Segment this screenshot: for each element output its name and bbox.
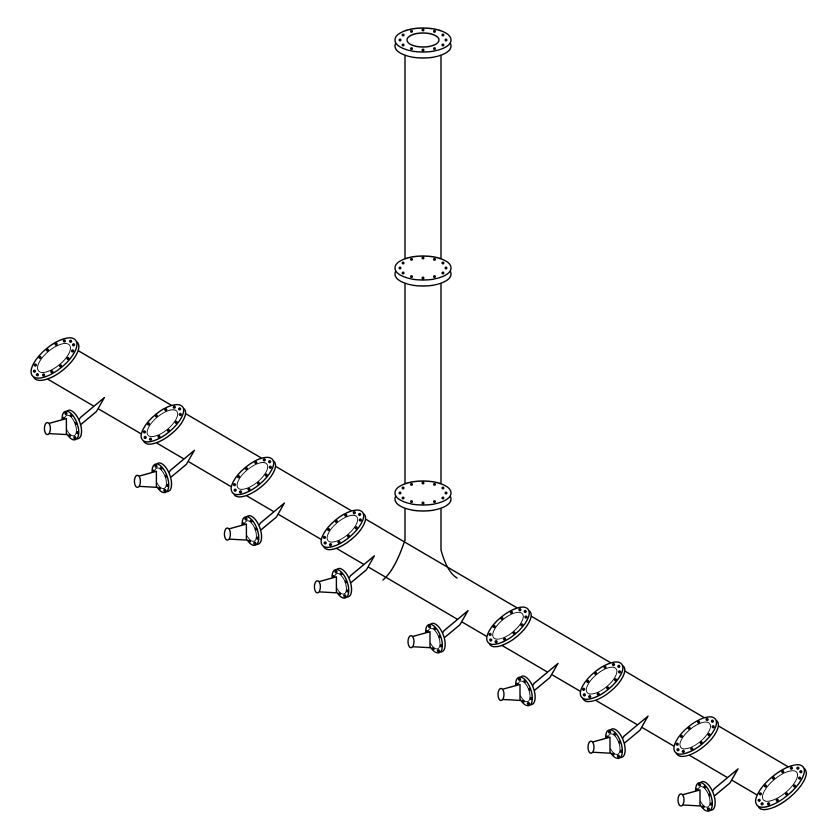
outlet-nozzle (317, 576, 338, 594)
header-segment-flange (230, 456, 277, 498)
outlet-nozzle (227, 523, 248, 541)
riser-lower-flange (394, 480, 452, 512)
branch-outlet (223, 502, 286, 547)
header-segment-flange (486, 606, 532, 648)
outlet-nozzle-tip (43, 421, 52, 436)
outlet-nozzle-tip (223, 527, 232, 541)
branch-outlet (43, 396, 106, 441)
riser-mid-flange (394, 255, 452, 287)
riser-pipe (382, 27, 458, 581)
outlet-nozzle-tip (677, 793, 685, 807)
header-end-flange-left (30, 337, 80, 382)
riser-tee-left (382, 539, 406, 581)
outlet-nozzle (681, 789, 701, 807)
branch-outlet (497, 662, 559, 707)
outlet-nozzle (411, 630, 431, 649)
branch-outlet (407, 609, 469, 654)
header-segment-flange (579, 661, 626, 703)
riser-top-flange (394, 27, 452, 59)
outlet-nozzle (501, 683, 521, 702)
outlet-nozzle (47, 417, 68, 436)
branch-outlet (313, 555, 376, 599)
branch-outlet (677, 768, 739, 812)
header-pipe-top-edge (67, 344, 789, 768)
header-segment-flange (320, 509, 367, 551)
header-pipe-bottom-edge (47, 378, 769, 802)
header-segment-flange (673, 716, 720, 758)
branch-outlet (133, 449, 196, 494)
outlet-nozzle-tip (407, 634, 415, 649)
header-pipe (30, 337, 807, 811)
header-end-flange-right (754, 764, 807, 811)
outlet-nozzle (591, 736, 611, 754)
outlet-nozzle-tip (587, 740, 595, 754)
branch-outlets (43, 396, 739, 812)
outlet-flange (151, 462, 173, 494)
header-segment-flange (140, 403, 187, 445)
riser-tee-right (440, 549, 458, 579)
branch-outlet (587, 715, 649, 760)
outlet-nozzle (137, 470, 158, 488)
outlet-nozzle-tip (313, 580, 322, 594)
outlet-nozzle-tip (497, 687, 505, 702)
outlet-nozzle-tip (133, 474, 142, 488)
